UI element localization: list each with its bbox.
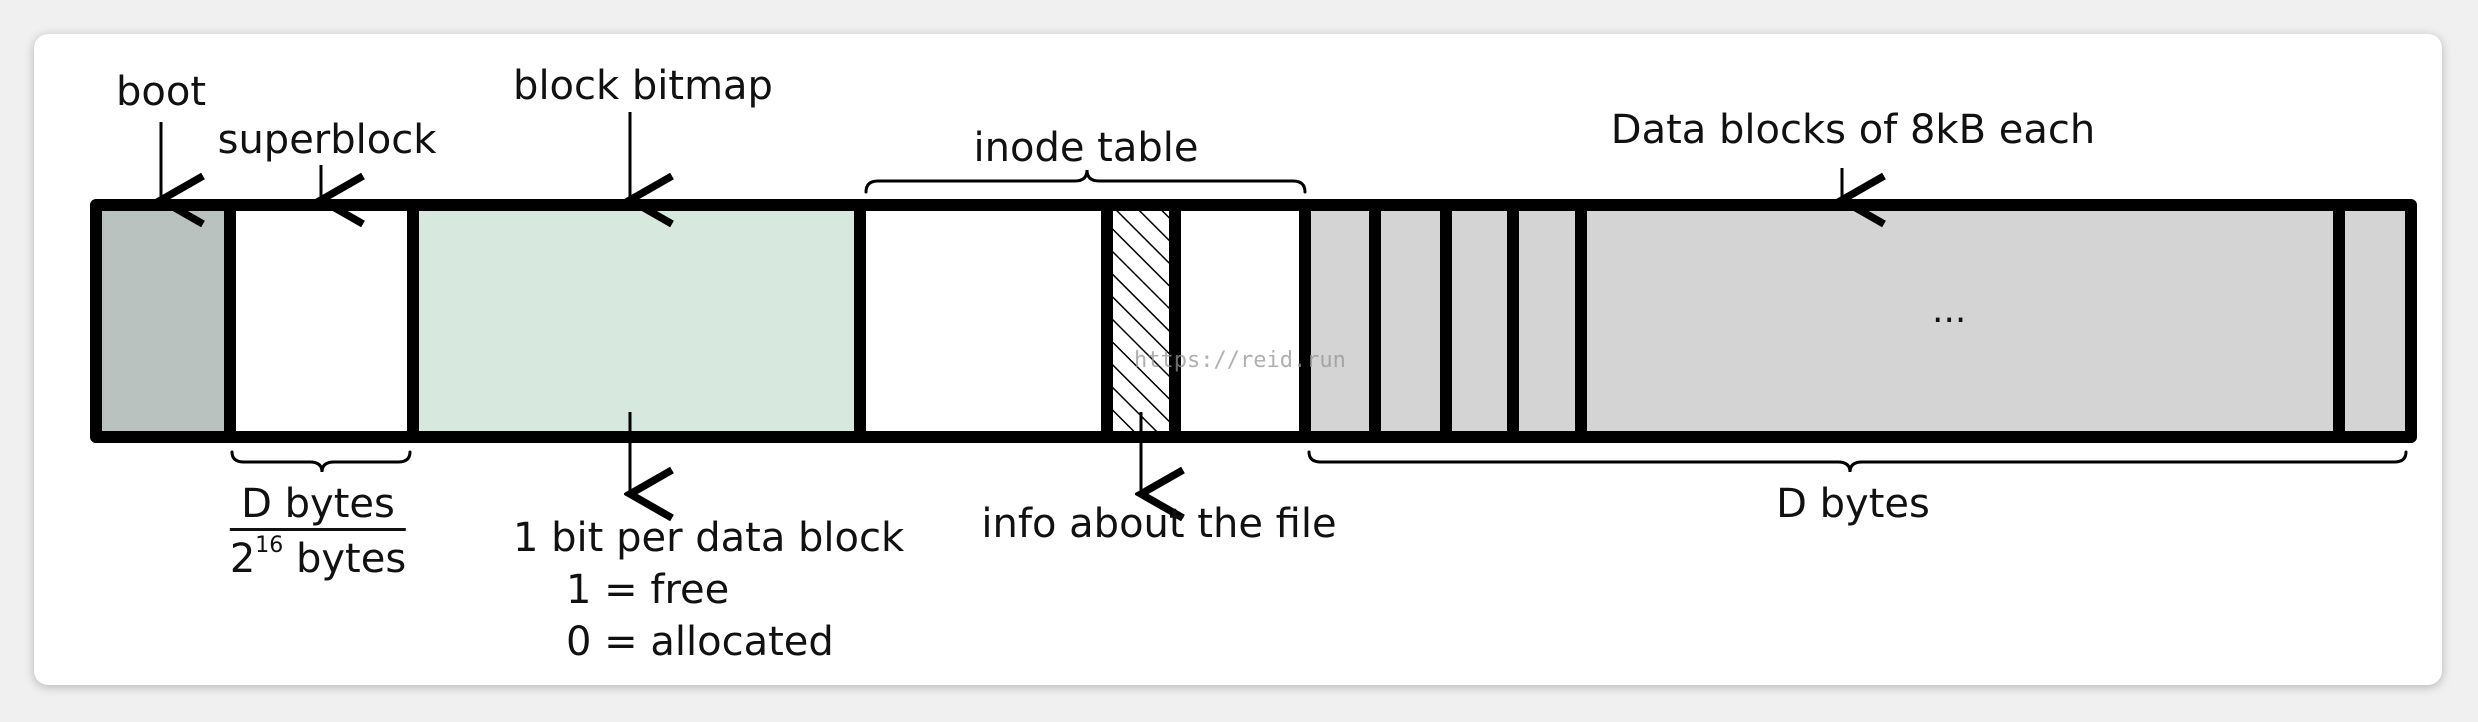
inode-selected-entry — [1107, 205, 1175, 437]
braces — [230, 169, 2408, 473]
inode-table-label: inode table — [973, 125, 1199, 171]
block-bitmap-region — [413, 205, 860, 437]
superblock-size-denominator: 216 bytes — [230, 531, 406, 579]
data-size-brace — [1307, 450, 2408, 473]
data-blocks-label: Data blocks of 8kB each — [1610, 107, 2096, 153]
superblock-size-brace — [230, 450, 412, 473]
superblock-size-unit: bytes — [283, 536, 407, 582]
data-blocks-ellipsis: ... — [1932, 290, 1967, 331]
data-size-label: D bytes — [1776, 481, 1930, 527]
bitmap-desc-line2: 1 = free — [566, 567, 730, 613]
watermark-text: https://reid.run — [1134, 348, 1346, 373]
superblock-size-base: 2 — [229, 536, 256, 582]
region-dividers — [224, 205, 2345, 437]
superblock-label: superblock — [217, 117, 437, 163]
inode-desc-label: info about the file — [981, 501, 1337, 547]
bitmap-desc-line3: 0 = allocated — [566, 619, 834, 665]
boot-label: boot — [115, 69, 207, 115]
inode-table-region — [860, 205, 1305, 437]
bitmap-desc-line1: 1 bit per data block — [513, 515, 905, 561]
pointer-arrows — [161, 112, 1842, 494]
superblock-region — [230, 205, 413, 437]
block-bitmap-label: block bitmap — [513, 63, 773, 109]
boot-region — [96, 205, 230, 437]
disk-outline — [90, 199, 2417, 443]
inode-table-brace — [864, 169, 1307, 194]
superblock-size-exponent: 16 — [255, 533, 284, 559]
data-blocks-region — [1305, 205, 2411, 437]
superblock-size-numerator: D bytes — [229, 484, 407, 531]
superblock-size-fraction: D bytes 216 bytes — [229, 484, 407, 579]
